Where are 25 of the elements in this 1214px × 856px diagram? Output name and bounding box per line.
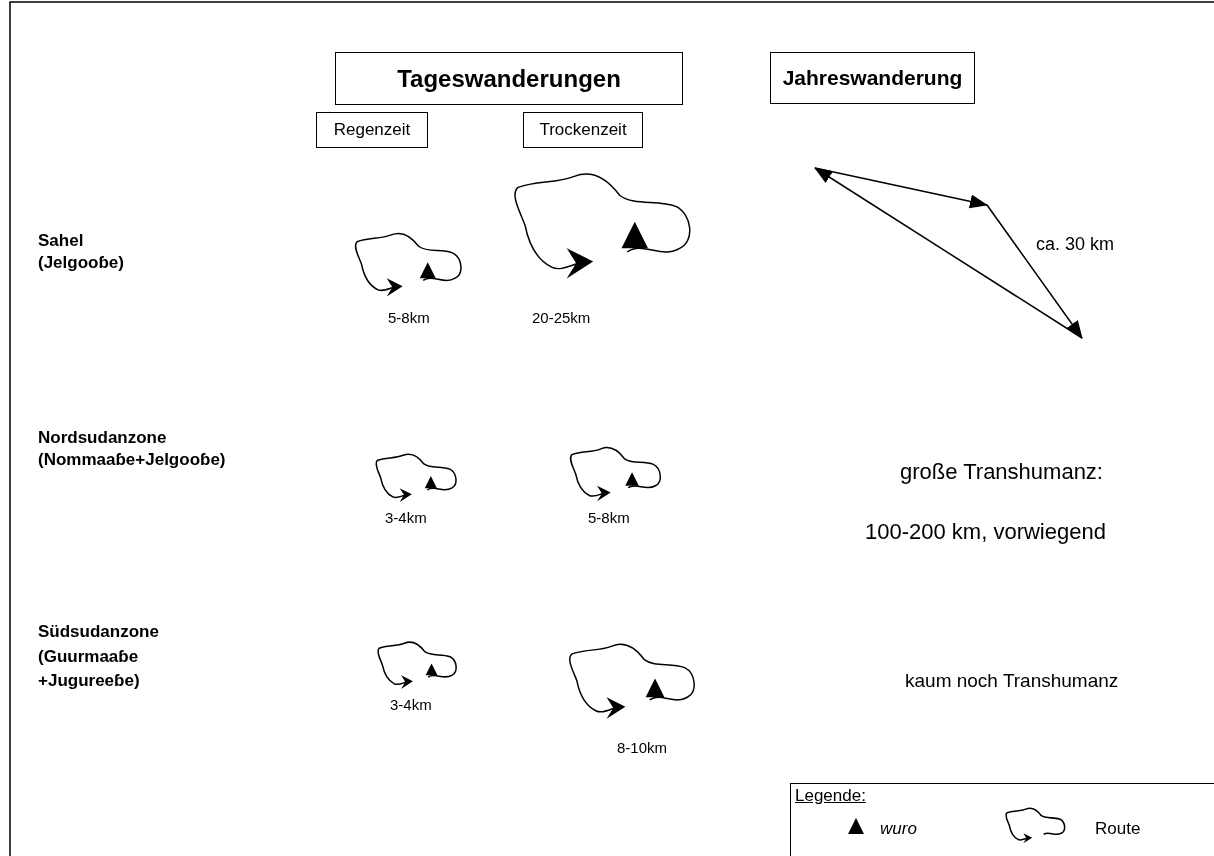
distance-label: 8-10km xyxy=(617,738,668,758)
zone-label: Sahel (Jelgooɓe) xyxy=(38,230,125,275)
header-text: Trockenzeit xyxy=(539,120,627,140)
header-box xyxy=(770,52,975,104)
distance-label: 3-4km xyxy=(390,695,432,715)
note-text: kaum noch Transhumanz xyxy=(905,669,1119,693)
header-text: Tageswanderungen xyxy=(397,64,621,93)
distance-label: 3-4km xyxy=(385,508,427,528)
legend-title: Legende: xyxy=(795,786,866,806)
distance-label: 20-25km xyxy=(532,308,591,328)
header-box xyxy=(335,52,683,105)
note-text: 100-200 km, vorwiegend xyxy=(865,518,1106,546)
legend-label: wuro xyxy=(880,819,917,839)
header-text: Jahreswanderung xyxy=(782,66,963,90)
legend-box xyxy=(790,783,1214,856)
zone-label: Nordsudanzone (Nommaaɓe+Jelgooɓe) xyxy=(38,427,227,472)
distance-label: ca. 30 km xyxy=(1036,233,1115,256)
distance-label: 5-8km xyxy=(388,308,430,328)
legend-label: Route xyxy=(1095,819,1141,839)
column-header-box xyxy=(523,112,643,148)
column-header-box xyxy=(316,112,428,148)
header-text: Regenzeit xyxy=(333,120,411,140)
distance-label: 5-8km xyxy=(588,508,630,528)
note-text: große Transhumanz: xyxy=(900,458,1103,486)
zone-label: Südsudanzone (Guurmaaɓe +Jugureeɓe) xyxy=(38,621,160,693)
